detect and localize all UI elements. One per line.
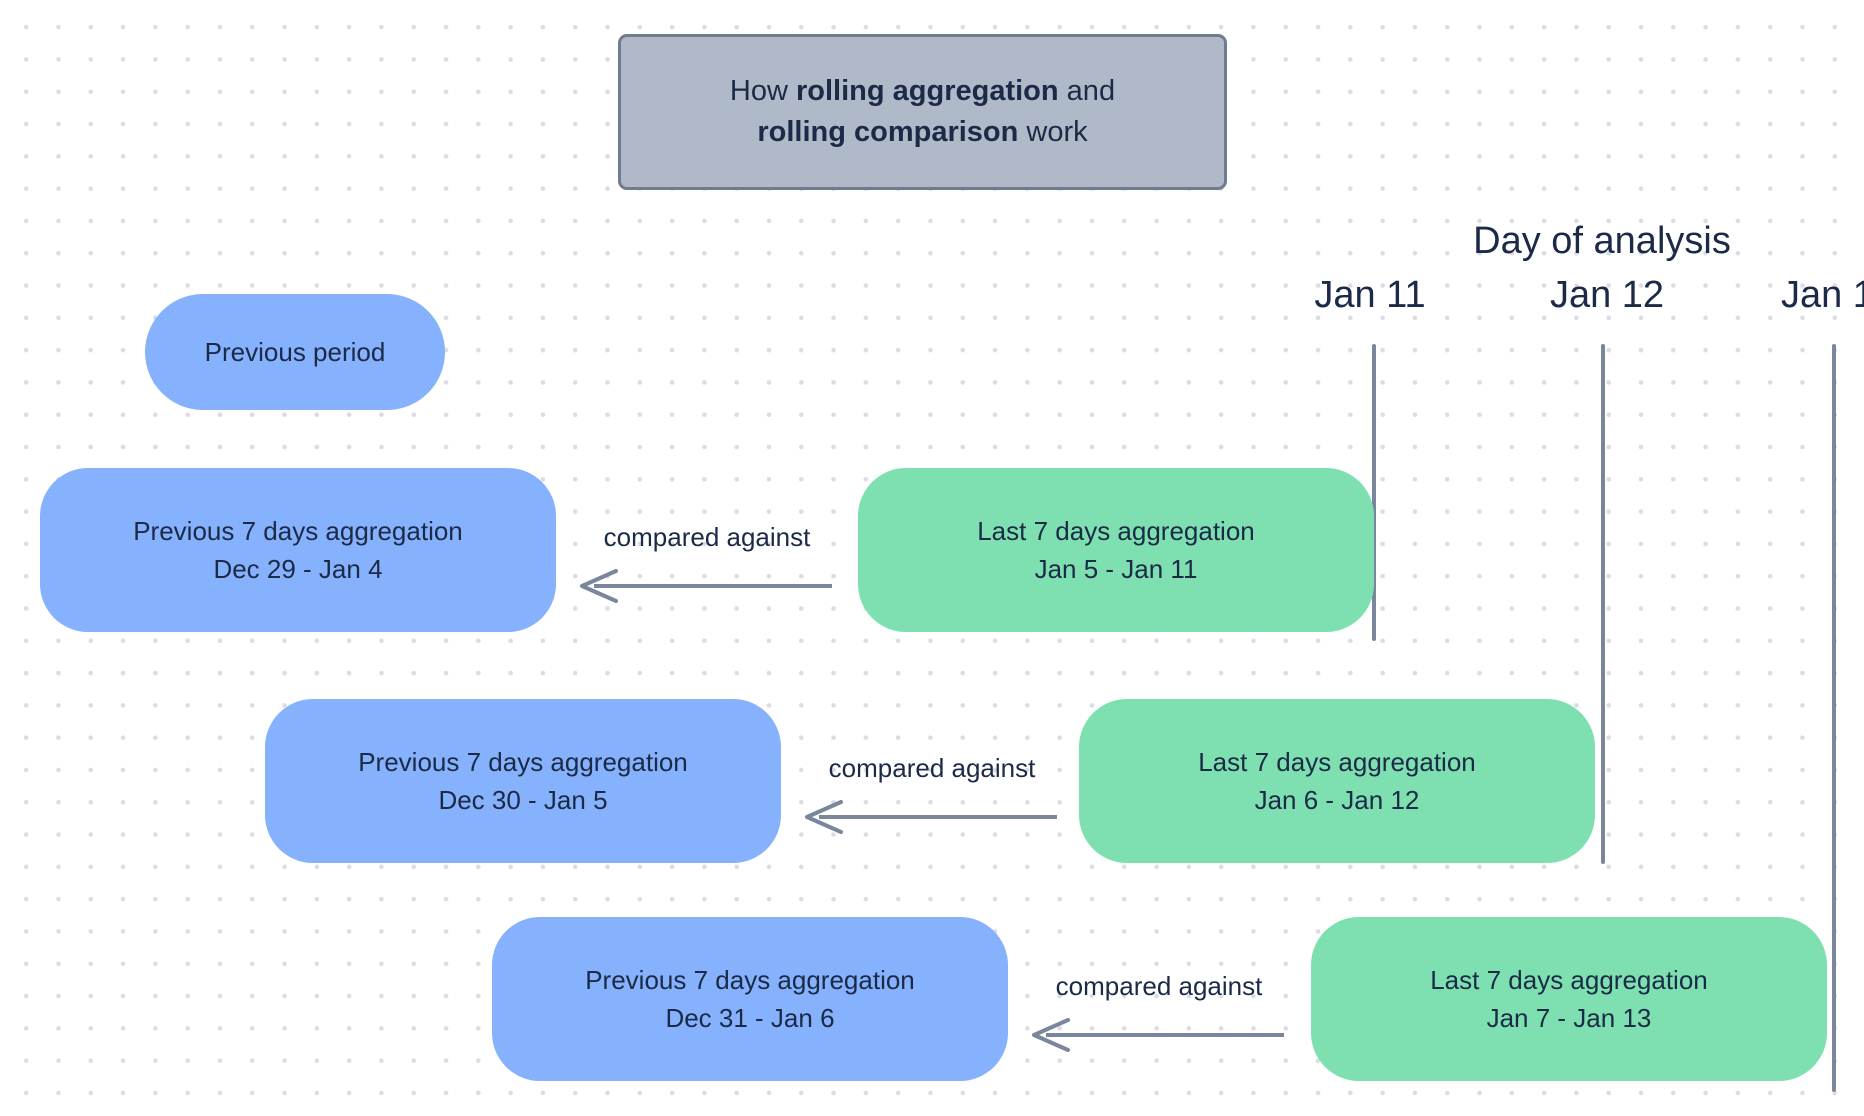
title-line2-suffix: work xyxy=(1018,116,1088,148)
last-aggregation-title-1: Last 7 days aggregation xyxy=(977,516,1255,546)
title-card: How rolling aggregation and rolling comp… xyxy=(618,34,1227,190)
connector-1: compared against xyxy=(572,521,842,611)
day-label-jan-13: Jan 13 xyxy=(1780,274,1864,316)
previous-aggregation-range-3: Dec 31 - Jan 6 xyxy=(665,1003,835,1033)
day-marker-line-jan-12 xyxy=(1601,344,1605,864)
day-label-jan-11: Jan 11 xyxy=(1314,274,1426,316)
arrow-left-icon-1 xyxy=(580,569,832,603)
legend-previous-period: Previous period xyxy=(145,294,445,410)
title-line1-bold: rolling aggregation xyxy=(796,75,1059,107)
last-aggregation-box-3: Last 7 days aggregation Jan 7 - Jan 13 xyxy=(1311,917,1827,1081)
previous-aggregation-box-3: Previous 7 days aggregation Dec 31 - Jan… xyxy=(492,917,1008,1081)
previous-aggregation-range-2: Dec 30 - Jan 5 xyxy=(438,785,608,815)
last-aggregation-box-1: Last 7 days aggregation Jan 5 - Jan 11 xyxy=(858,468,1374,632)
previous-aggregation-range-1: Dec 29 - Jan 4 xyxy=(213,554,383,584)
previous-aggregation-title-2: Previous 7 days aggregation xyxy=(358,747,688,777)
day-marker-line-jan-13 xyxy=(1832,344,1836,1092)
previous-aggregation-box-1: Previous 7 days aggregation Dec 29 - Jan… xyxy=(40,468,556,632)
last-aggregation-range-3: Jan 7 - Jan 13 xyxy=(1486,1003,1652,1033)
title-line2-bold: rolling comparison xyxy=(757,116,1019,148)
last-aggregation-range-2: Jan 6 - Jan 12 xyxy=(1254,785,1420,815)
day-label-jan-12: Jan 12 xyxy=(1549,274,1665,316)
previous-aggregation-title-3: Previous 7 days aggregation xyxy=(585,965,915,995)
connector-3: compared against xyxy=(1024,970,1294,1060)
connector-label-1: compared against xyxy=(603,522,811,552)
previous-aggregation-title-1: Previous 7 days aggregation xyxy=(133,516,463,546)
arrow-left-icon-3 xyxy=(1032,1018,1284,1052)
legend-previous-period-label: Previous period xyxy=(204,337,386,367)
last-aggregation-title-3: Last 7 days aggregation xyxy=(1430,965,1708,995)
title-line1-suffix: and xyxy=(1058,75,1116,107)
last-aggregation-title-2: Last 7 days aggregation xyxy=(1198,747,1476,777)
arrow-left-icon-2 xyxy=(805,800,1057,834)
last-aggregation-range-1: Jan 5 - Jan 11 xyxy=(1034,554,1198,584)
last-aggregation-box-2: Last 7 days aggregation Jan 6 - Jan 12 xyxy=(1079,699,1595,863)
day-marker-line-jan-11 xyxy=(1372,344,1376,641)
connector-label-3: compared against xyxy=(1055,971,1263,1001)
day-of-analysis-header: Day of analysis xyxy=(1473,220,1731,262)
connector-2: compared against xyxy=(797,752,1067,842)
connector-label-2: compared against xyxy=(828,753,1036,783)
title-line1-prefix: How xyxy=(729,75,796,107)
previous-aggregation-box-2: Previous 7 days aggregation Dec 30 - Jan… xyxy=(265,699,781,863)
title-text: How rolling aggregation and rolling comp… xyxy=(730,71,1115,153)
